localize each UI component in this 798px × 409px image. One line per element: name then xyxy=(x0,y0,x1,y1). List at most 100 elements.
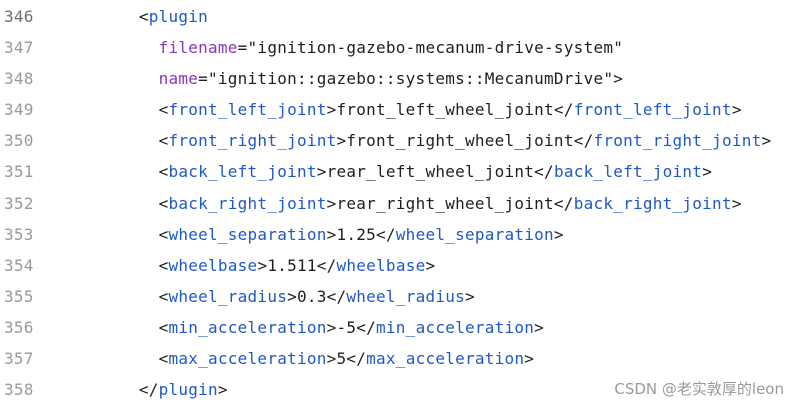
xml-punctuation: > xyxy=(326,100,337,120)
xml-punctuation: > xyxy=(326,193,337,213)
line-number: 357 xyxy=(4,349,34,369)
line-content: filename="ignition-gazebo-mecanum-drive-… xyxy=(40,32,798,63)
indent xyxy=(40,194,159,213)
xml-punctuation: < xyxy=(158,100,169,120)
xml-tag-name: front_right_joint xyxy=(168,131,337,151)
xml-tag-name: min_acceleration xyxy=(168,317,327,337)
line-content: <back_left_joint>rear_left_wheel_joint</… xyxy=(40,156,798,187)
xml-text-value: front_left_wheel_joint xyxy=(336,100,554,120)
xml-punctuation: > xyxy=(217,380,228,400)
xml-punctuation: > xyxy=(761,131,772,151)
line-content: <plugin xyxy=(40,1,798,32)
xml-punctuation: > xyxy=(731,193,742,213)
xml-punctuation: </ xyxy=(376,224,396,244)
line-content: </plugin> xyxy=(40,374,798,405)
xml-punctuation: > xyxy=(425,255,436,275)
line-number: 351 xyxy=(4,162,34,182)
indent xyxy=(40,131,159,150)
indent xyxy=(40,287,159,306)
xml-punctuation: > xyxy=(524,349,535,369)
xml-tag-name: plugin xyxy=(148,7,209,26)
xml-attribute-name: filename xyxy=(158,38,238,58)
line-content: <back_right_joint>rear_right_wheel_joint… xyxy=(40,188,798,219)
xml-punctuation: </ xyxy=(356,317,377,337)
code-line: 346 <plugin xyxy=(0,1,798,32)
indent xyxy=(40,256,159,275)
xml-punctuation: < xyxy=(138,7,149,26)
xml-punctuation: > xyxy=(336,131,347,151)
line-number: 347 xyxy=(4,38,34,58)
xml-punctuation: > xyxy=(287,286,297,306)
line-number: 354 xyxy=(4,255,34,275)
line-number: 349 xyxy=(4,100,34,120)
watermark: CSDN @老实敦厚的leon xyxy=(614,380,784,398)
xml-tag-name: wheel_separation xyxy=(168,224,327,244)
xml-punctuation: < xyxy=(158,349,169,369)
indent xyxy=(40,38,159,57)
code-line: 357 <max_acceleration>5</max_acceleratio… xyxy=(0,343,798,374)
indent xyxy=(40,162,159,181)
code-line: 348 name="ignition::gazebo::systems::Mec… xyxy=(0,63,798,94)
xml-tag-name: max_acceleration xyxy=(366,349,525,369)
line-number: 350 xyxy=(4,131,34,151)
xml-tag-name: plugin xyxy=(158,380,218,400)
line-content: <min_acceleration>-5</min_acceleration> xyxy=(40,312,798,343)
xml-tag-name: wheel_radius xyxy=(346,286,465,306)
xml-punctuation: </ xyxy=(553,193,574,213)
code-line: 353 <wheel_separation>1.25</wheel_separa… xyxy=(0,219,798,250)
line-content: < front_left_joint >front_left_wheel_joint… xyxy=(40,94,798,125)
xml-tag-name: wheel_radius xyxy=(168,286,288,306)
xml-punctuation: > xyxy=(613,69,624,89)
xml-tag-name: back_right_joint xyxy=(168,193,327,213)
xml-tag-name: wheel_separation xyxy=(395,224,554,244)
line-content: <wheelbase>1.511</wheelbase> xyxy=(40,250,798,281)
code-line: 350 <front_right_joint>front_right_wheel… xyxy=(0,125,798,156)
xml-punctuation: </ xyxy=(553,100,574,120)
line-content: <wheel_separation>1.25</wheel_separation… xyxy=(40,219,798,250)
xml-attribute-name: name xyxy=(158,69,199,89)
xml-punctuation: = xyxy=(237,38,248,58)
xml-punctuation: < xyxy=(158,286,169,306)
xml-text-value: -5 xyxy=(336,317,357,337)
xml-punctuation: > xyxy=(326,224,337,244)
xml-punctuation: > xyxy=(702,162,713,182)
indent xyxy=(40,380,139,399)
xml-tag-name: front_right_joint xyxy=(593,131,762,151)
line-content: <max_acceleration>5</max_acceleration> xyxy=(40,343,798,374)
xml-tag-name: front_left_joint xyxy=(573,100,732,120)
xml-tag-name: wheelbase xyxy=(336,255,426,275)
xml-punctuation: </ xyxy=(138,380,159,400)
xml-text-value: "ignition-gazebo-mecanum-drive-system" xyxy=(247,38,624,58)
code-line: 356 <min_acceleration>-5</min_accelerati… xyxy=(0,312,798,343)
xml-punctuation: </ xyxy=(346,349,367,369)
line-number: 353 xyxy=(4,224,34,244)
line-number: 356 xyxy=(4,317,34,337)
line-number: 355 xyxy=(4,286,34,306)
xml-tag-name: wheelbase xyxy=(168,255,258,275)
line-number: 348 xyxy=(4,69,34,89)
code-line: 347 filename="ignition-gazebo-mecanum-dr… xyxy=(0,32,798,63)
line-content: <wheel_radius>0.3</wheel_radius> xyxy=(40,281,798,312)
xml-punctuation: > xyxy=(326,349,337,369)
indent xyxy=(40,69,159,88)
xml-text-value: 5 xyxy=(336,349,347,369)
xml-tag-name: back_left_joint xyxy=(553,162,703,182)
code-line: 352 <back_right_joint>rear_right_wheel_j… xyxy=(0,188,798,219)
line-number: 352 xyxy=(4,193,34,213)
line-number: 358 xyxy=(4,380,34,400)
xml-punctuation: > xyxy=(326,317,337,337)
xml-tag-name: back_left_joint xyxy=(168,162,317,182)
line-content: name="ignition::gazebo::systems::Mecanum… xyxy=(40,63,798,94)
xml-punctuation: > xyxy=(316,162,327,182)
xml-text-value: rear_right_wheel_joint xyxy=(336,193,554,213)
xml-punctuation: < xyxy=(158,317,169,337)
code-line: 351 <back_left_joint>rear_left_wheel_joi… xyxy=(0,156,798,187)
xml-punctuation: </ xyxy=(326,286,347,306)
line-content: <front_right_joint>front_right_wheel_joi… xyxy=(40,125,798,156)
xml-punctuation: < xyxy=(158,193,169,213)
xml-text-value: 1.511 xyxy=(267,255,317,275)
xml-punctuation: > xyxy=(553,224,564,244)
xml-punctuation: > xyxy=(257,255,268,275)
